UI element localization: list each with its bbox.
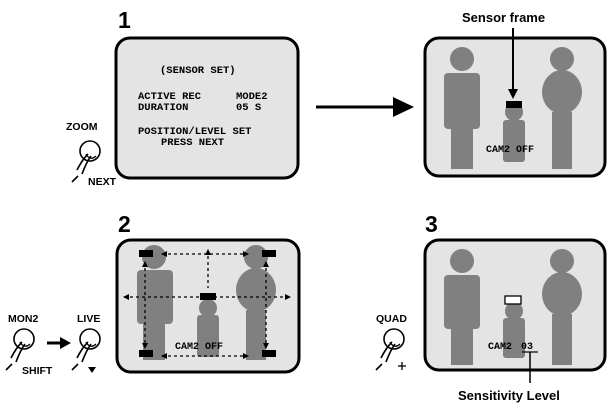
movement-guides	[123, 249, 291, 359]
duration-label: DURATION	[138, 102, 188, 114]
finger-press-icon[interactable]	[71, 328, 101, 371]
plus-icon	[398, 362, 406, 370]
sensor-frame-arrowhead	[508, 89, 518, 99]
mon2-button-label: MON2	[8, 313, 38, 325]
status-readout: CAM2 OFF	[175, 342, 223, 353]
next-button-label: NEXT	[88, 176, 117, 188]
person-silhouette-right	[542, 249, 582, 365]
position-level-line: POSITION/LEVEL SET	[138, 126, 251, 138]
quad-button-label: QUAD	[376, 313, 407, 325]
zoom-button-label: ZOOM	[66, 121, 98, 133]
step-number-2: 2	[118, 211, 131, 237]
finger-press-icon[interactable]	[5, 328, 35, 371]
press-next-line: PRESS NEXT	[161, 137, 224, 149]
down-triangle-icon	[88, 367, 96, 373]
camera-readout: CAM2	[488, 342, 512, 353]
person-silhouette-middle	[503, 302, 525, 358]
active-rec-value: MODE2	[236, 91, 268, 103]
status-readout: CAM2 OFF	[486, 145, 534, 156]
step-number-3: 3	[425, 211, 438, 237]
finger-press-icon[interactable]	[71, 140, 101, 183]
menu-title: (SENSOR SET)	[160, 65, 236, 77]
person-silhouette-left	[444, 249, 480, 365]
right-arrow-icon	[316, 97, 414, 117]
person-silhouette-middle	[197, 299, 219, 357]
live-button-label: LIVE	[77, 313, 100, 325]
person-silhouette-right	[542, 47, 582, 169]
sensor-frame-monitor-screen: CAM2 OFF	[423, 36, 607, 178]
right-arrow-icon	[47, 337, 71, 349]
sensor-frame-outline	[504, 295, 522, 305]
menu-monitor-screen: (SENSOR SET) ACTIVE REC MODE2 DURATION 0…	[114, 36, 300, 180]
sensor-frame-markers	[139, 250, 276, 357]
shift-button-label: SHIFT	[22, 365, 53, 377]
sensitivity-level-value: 03	[521, 342, 533, 353]
position-set-monitor-screen: CAM2 OFF	[115, 238, 301, 374]
duration-value: 05 S	[236, 102, 261, 114]
active-rec-label: ACTIVE REC	[138, 91, 202, 103]
sensitivity-level-callout: Sensitivity Level	[458, 388, 560, 403]
person-silhouette-left	[444, 47, 480, 169]
step-number-1: 1	[118, 7, 131, 33]
finger-press-icon[interactable]	[375, 328, 405, 371]
sensor-frame-marker	[506, 101, 522, 108]
sensitivity-monitor-screen: CAM2 03	[423, 238, 607, 372]
sensor-frame-callout: Sensor frame	[462, 10, 545, 25]
